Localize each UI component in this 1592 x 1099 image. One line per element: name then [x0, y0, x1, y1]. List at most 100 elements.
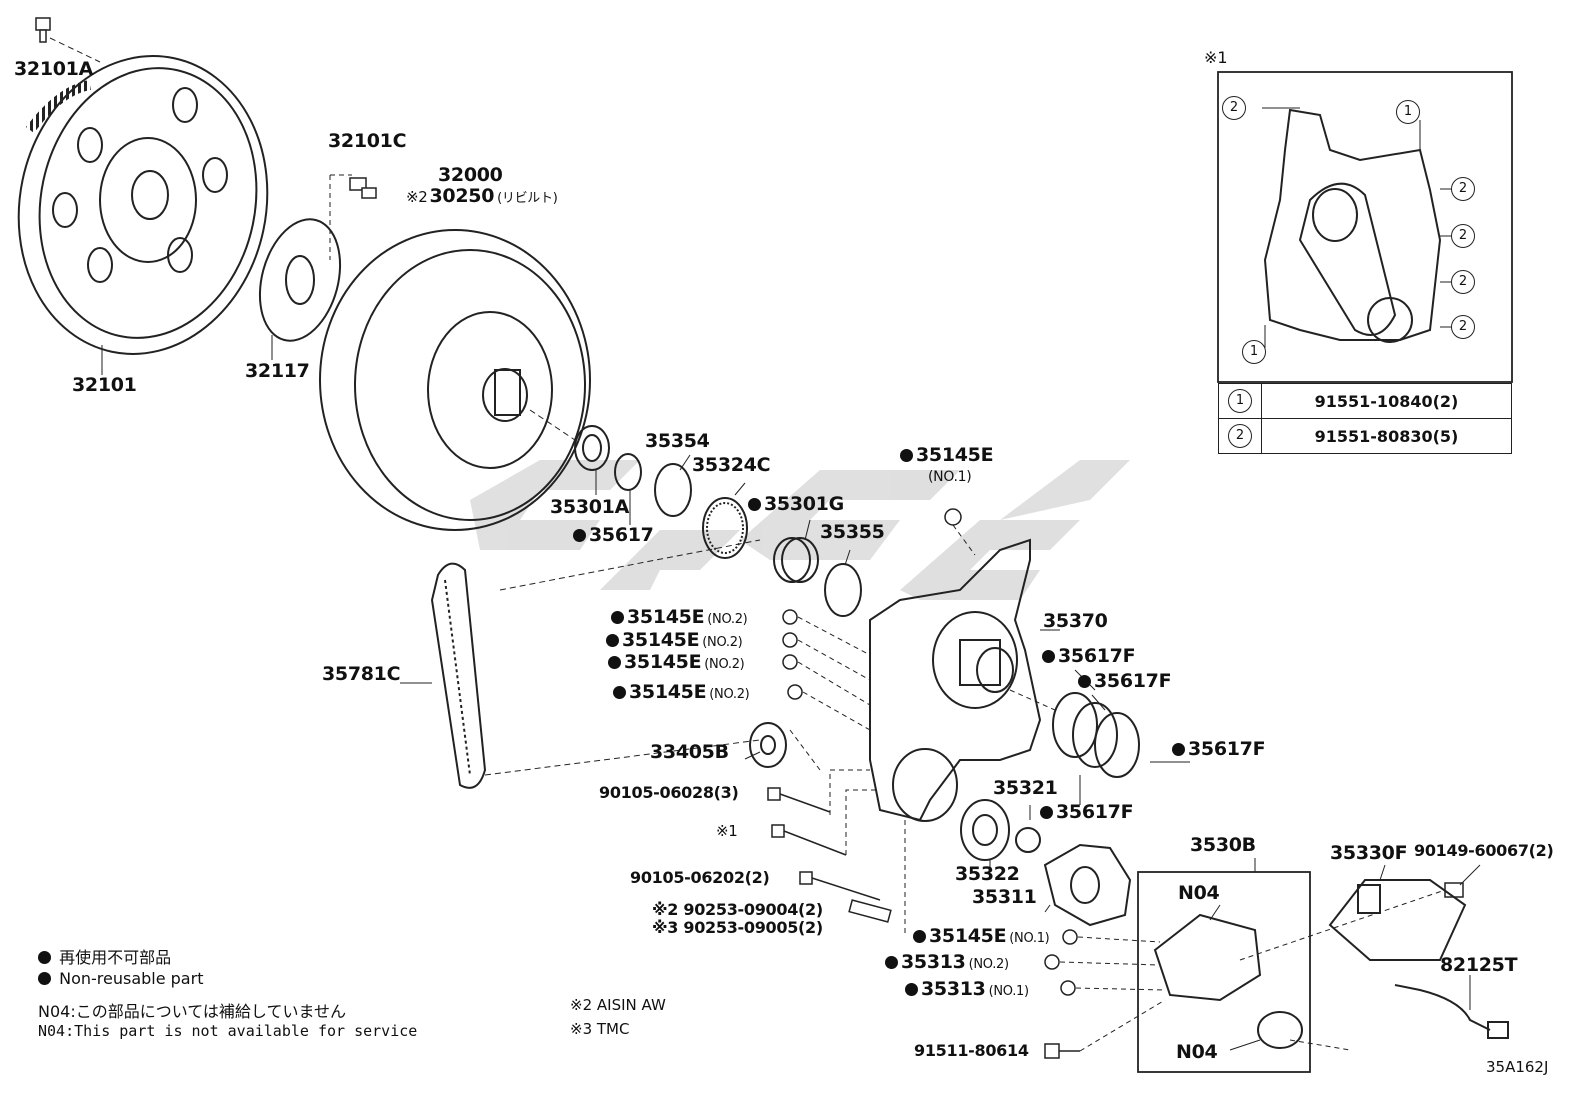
bushing-35301G	[773, 537, 819, 583]
label-35301G[interactable]: 35301G	[748, 495, 844, 514]
nut-35145E-top	[944, 508, 962, 526]
label-35370[interactable]: 35370	[1043, 610, 1108, 632]
inset-callout-1: 1	[1242, 340, 1266, 364]
inset-callout-1: 1	[1396, 100, 1420, 124]
label-35330F[interactable]: 35330F	[1330, 842, 1408, 864]
label-90149-60067[interactable]: 90149-60067(2)	[1414, 841, 1554, 860]
nonreusable-dot	[38, 951, 51, 964]
label-82125T[interactable]: 82125T	[1440, 954, 1518, 976]
nonreusable-dot	[611, 611, 624, 624]
nonreusable-dot	[905, 983, 918, 996]
label-35145E-top[interactable]: 35145E	[900, 446, 994, 465]
label-35313-no1[interactable]: 35313(NO.1)	[905, 980, 1029, 999]
label-35355[interactable]: 35355	[820, 521, 885, 543]
label-3530B[interactable]: 3530B	[1190, 834, 1256, 856]
valve-body-box	[1137, 871, 1311, 1073]
legend-part[interactable]: 91551-80830(5)	[1261, 418, 1512, 454]
legend-key: 2	[1228, 424, 1252, 448]
label-32101[interactable]: 32101	[72, 374, 137, 396]
label-91511-80614[interactable]: 91511-80614	[914, 1041, 1029, 1060]
label-33405B[interactable]: 33405B	[650, 741, 729, 763]
inset-leaders	[1262, 107, 1474, 348]
bolt-32101C	[349, 177, 377, 199]
bolts	[767, 787, 1464, 1059]
label-35321[interactable]: 35321	[993, 777, 1058, 799]
gear-35324C	[702, 497, 748, 559]
label-35617F-2[interactable]: 35617F	[1078, 672, 1172, 691]
nonreusable-dot	[900, 449, 913, 462]
label-35311[interactable]: 35311	[972, 886, 1037, 908]
label-35617F-3[interactable]: 35617F	[1172, 740, 1266, 759]
nonreusable-dot	[1172, 743, 1185, 756]
label-35313-no2[interactable]: 35313(NO.2)	[885, 953, 1009, 972]
label-35301A[interactable]: 35301A	[550, 496, 630, 518]
nonreusable-dot	[913, 930, 926, 943]
inset-callout-2: 2	[1451, 177, 1475, 201]
label-90253-09004[interactable]: ※2 90253-09004(2)	[652, 900, 823, 919]
label-35354[interactable]: 35354	[645, 430, 710, 452]
label-32000[interactable]: 32000	[438, 164, 503, 186]
bolt-32101A	[35, 17, 51, 43]
legend-part[interactable]: 91551-10840(2)	[1261, 383, 1512, 419]
nonreusable-dot	[1040, 806, 1053, 819]
strainer-35330F	[1328, 879, 1467, 961]
label-35145E-a[interactable]: 35145E(NO.2)	[611, 608, 748, 627]
nonreusable-dot	[748, 498, 761, 511]
ring-35355	[824, 563, 862, 617]
valve-body	[1153, 913, 1303, 1049]
label-32101A[interactable]: 32101A	[14, 58, 94, 80]
note-mark3: ※3 TMC	[570, 1020, 630, 1038]
inset-box	[1217, 71, 1513, 383]
label-35617[interactable]: 35617	[573, 526, 654, 545]
label-35617F-4[interactable]: 35617F	[1040, 803, 1134, 822]
label-90105-06202[interactable]: 90105-06202(2)	[630, 868, 770, 887]
label-35145E-c[interactable]: 35145E(NO.2)	[608, 653, 745, 672]
watermark-logo	[470, 460, 1130, 600]
label-35145E-b[interactable]: 35145E(NO.2)	[606, 631, 743, 650]
inset-callout-2: 2	[1451, 315, 1475, 339]
case-35370	[869, 538, 1042, 822]
label-35322[interactable]: 35322	[955, 863, 1020, 885]
label-35781C[interactable]: 35781C	[322, 663, 401, 685]
label-32101C[interactable]: 32101C	[328, 130, 407, 152]
note-n04-en: N04:This part is not available for servi…	[38, 1022, 418, 1040]
label-N04-a[interactable]: N04	[1178, 882, 1220, 904]
chain-35781C	[430, 562, 487, 789]
label-35617F-1[interactable]: 35617F	[1042, 647, 1136, 666]
inset-callout-2: 2	[1222, 96, 1246, 120]
flywheel-32101	[17, 55, 269, 355]
label-35145E-bottom[interactable]: 35145E(NO.1)	[913, 927, 1050, 946]
legend-row: 2 91551-80830(5)	[1218, 418, 1512, 454]
inset-title: ※1	[1204, 48, 1228, 67]
sprocket-33405B	[749, 722, 787, 768]
inset-callout-2: 2	[1451, 224, 1475, 248]
label-35324C[interactable]: 35324C	[692, 454, 771, 476]
label-90105-06028[interactable]: 90105-06028(3)	[599, 783, 739, 802]
note-nonreusable-ja: 再使用不可部品	[38, 944, 171, 968]
nonreusable-dot	[38, 972, 51, 985]
nuts-35145E-no2	[782, 609, 803, 700]
mark-2: ※2	[406, 188, 428, 206]
oil-seal-35301A	[574, 425, 610, 471]
label-N04-b[interactable]: N04	[1176, 1041, 1218, 1063]
label-32117[interactable]: 32117	[245, 360, 310, 382]
nonreusable-dot	[608, 656, 621, 669]
inset-drawing	[1263, 108, 1442, 343]
ring-35354	[654, 463, 692, 517]
nonreusable-dot	[1042, 650, 1055, 663]
note-n04-ja: N04:この部品については補給していません	[38, 1002, 346, 1021]
nonreusable-dot	[613, 686, 626, 699]
nuts-bottom	[1044, 929, 1078, 996]
label-35145E-d[interactable]: 35145E(NO.2)	[613, 683, 750, 702]
drive-plate-32117	[258, 218, 342, 342]
pump-cover-35311	[1043, 843, 1132, 927]
torque-converter-32000	[319, 229, 591, 531]
label-mark-1[interactable]: ※1	[716, 822, 738, 840]
label-90253-09005[interactable]: ※3 90253-09005(2)	[652, 918, 823, 937]
nonreusable-dot	[1078, 675, 1091, 688]
pump-gears	[960, 799, 1041, 861]
inset-callout-2: 2	[1451, 270, 1475, 294]
